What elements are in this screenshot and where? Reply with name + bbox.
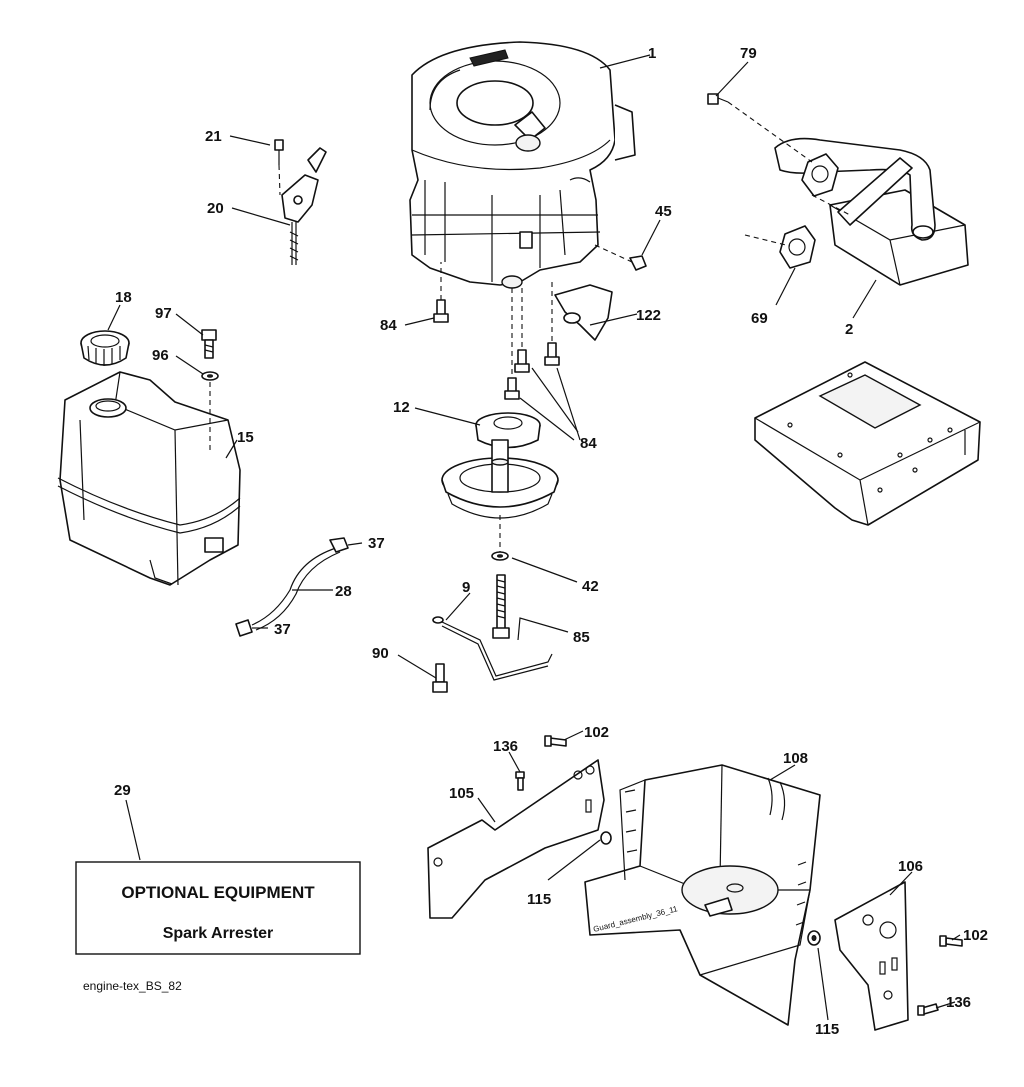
callout-84-b: 84: [580, 435, 597, 452]
engine-part: [409, 41, 636, 289]
gasket-part: [779, 153, 839, 269]
rod-part: [432, 616, 553, 681]
footer-code: engine-tex_BS_82: [83, 979, 182, 993]
callout-45: 45: [655, 203, 672, 220]
guard-assembly-part: Guard_assembly_36_11: [584, 764, 821, 1026]
callout-96: 96: [152, 347, 169, 364]
optional-equipment-box: OPTIONAL EQUIPMENT Spark Arrester: [75, 861, 361, 955]
callout-79: 79: [740, 45, 757, 62]
throttle-control-part: [274, 139, 327, 265]
callout-115-b: 115: [815, 1021, 839, 1038]
callout-37-a: 37: [368, 535, 385, 552]
fuel-tank-part: [57, 371, 241, 586]
bolt-90-part: [432, 663, 448, 693]
washer-115-part: [807, 930, 821, 946]
callout-108: 108: [783, 750, 808, 767]
callout-97: 97: [155, 305, 172, 322]
callout-2: 2: [845, 321, 853, 338]
callout-1: 1: [648, 45, 656, 62]
nut-part: [594, 244, 647, 271]
callout-136-a: 136: [493, 738, 518, 755]
screw-102-part: [544, 735, 963, 947]
pulley-part: [441, 412, 559, 519]
leader-lines: [107, 54, 961, 1021]
callout-106: 106: [898, 858, 923, 875]
heat-shield-part: [554, 284, 613, 341]
screw-136-part: [515, 771, 939, 1016]
long-bolt-part: [492, 574, 510, 639]
callout-122: 122: [636, 307, 661, 324]
callout-9: 9: [462, 579, 470, 596]
callout-42: 42: [582, 578, 599, 595]
guard-panel-left-part: [427, 759, 612, 919]
callout-84-a: 84: [380, 317, 397, 334]
callout-102-b: 102: [963, 927, 988, 944]
callout-29: 29: [114, 782, 131, 799]
tank-bolt-part: [201, 329, 219, 450]
callout-12: 12: [393, 399, 410, 416]
callout-20: 20: [207, 200, 224, 217]
guard-panel-right-part: [834, 881, 909, 1031]
callout-69: 69: [751, 310, 768, 327]
washer-part: [491, 515, 509, 561]
callout-15: 15: [237, 429, 254, 446]
engine-bolt-part: [433, 262, 560, 400]
callout-28: 28: [335, 583, 352, 600]
callout-labels: 1 79 21 20 45 18 97 96 84 122 69 2 12 84…: [114, 45, 988, 1038]
fuel-line-part: [235, 537, 349, 637]
callout-115-a: 115: [527, 891, 551, 908]
muffler-bolt-part: [707, 93, 851, 247]
callout-85: 85: [573, 629, 590, 646]
optional-equipment-subtitle: Spark Arrester: [163, 925, 274, 942]
frame-part: [754, 361, 981, 526]
callout-102-a: 102: [584, 724, 609, 741]
callout-105: 105: [449, 785, 474, 802]
callout-21: 21: [205, 128, 222, 145]
fuel-cap-part: [80, 330, 130, 366]
callout-136-b: 136: [946, 994, 971, 1011]
optional-equipment-title: OPTIONAL EQUIPMENT: [121, 883, 315, 902]
callout-37-b: 37: [274, 621, 291, 638]
callout-90: 90: [372, 645, 389, 662]
callout-18: 18: [115, 289, 132, 306]
